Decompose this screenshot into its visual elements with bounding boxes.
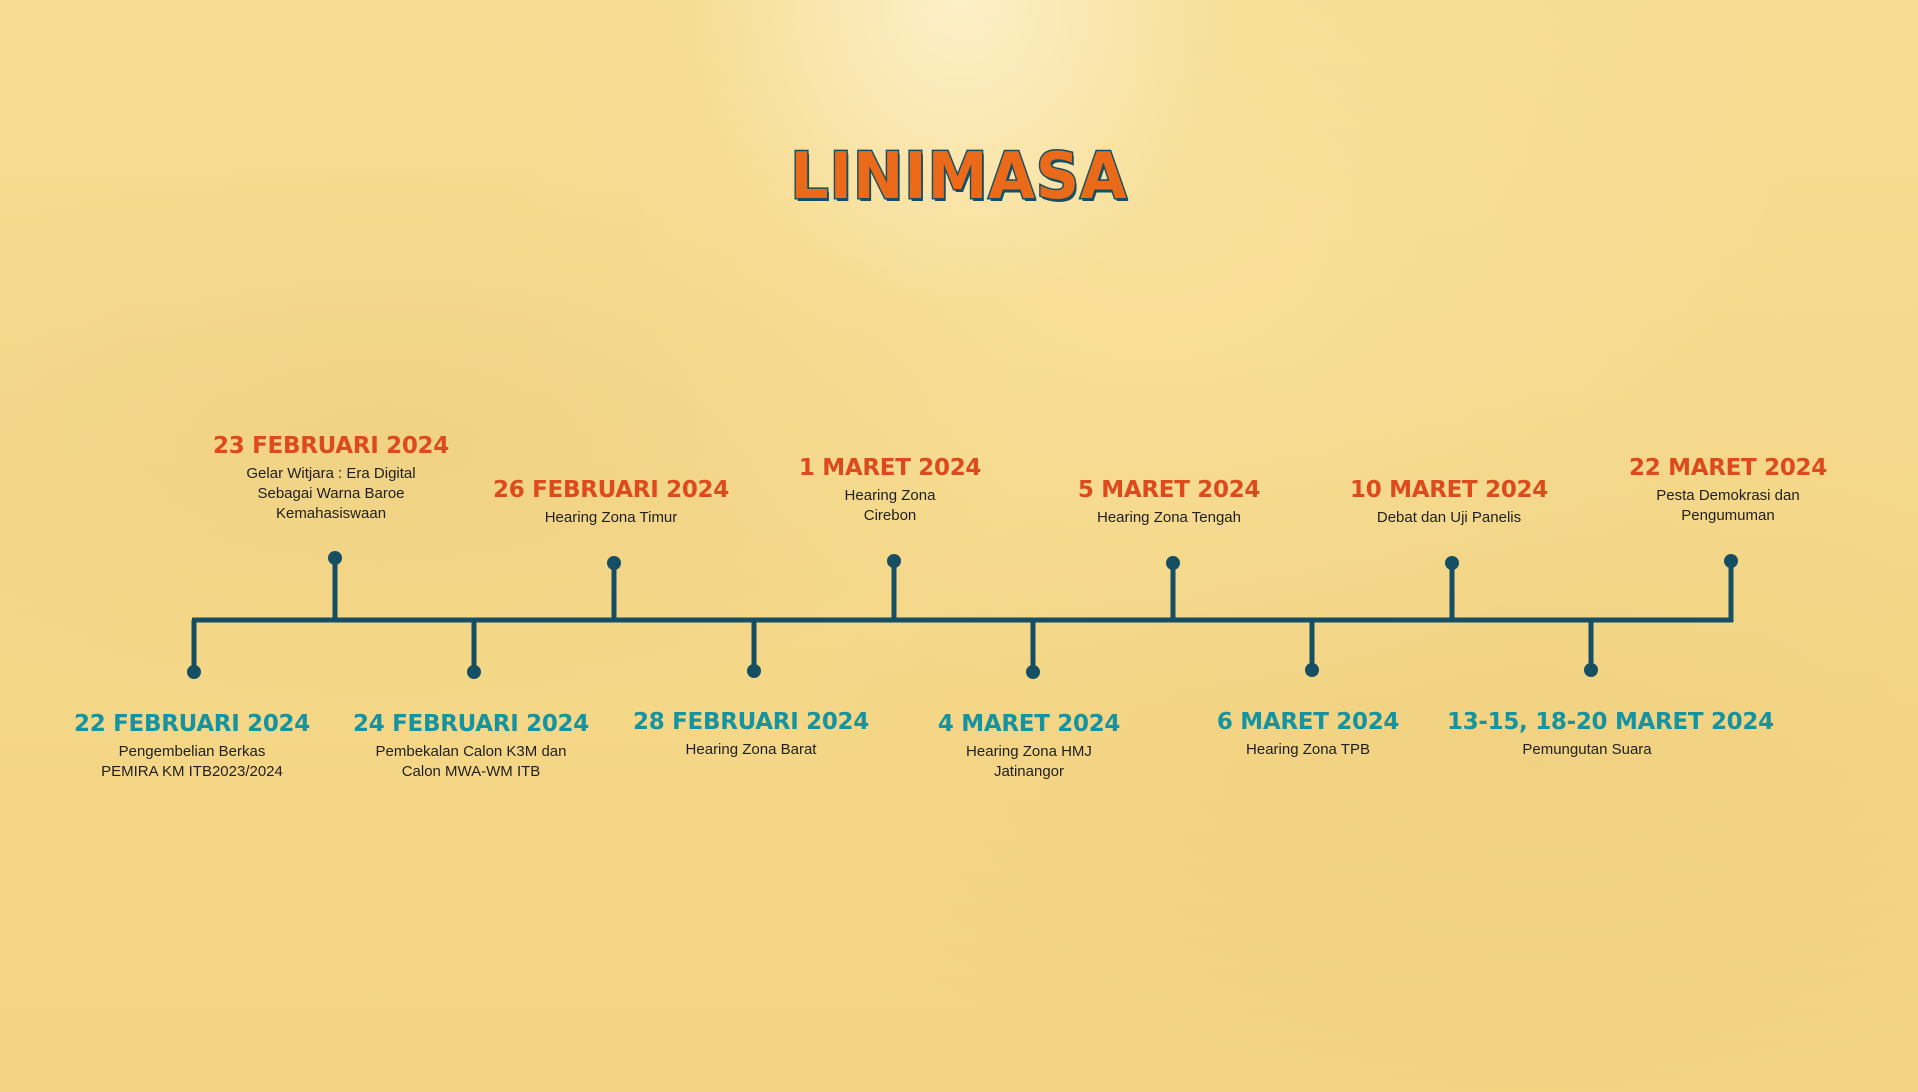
timeline-event: 22 MARET 2024 Pesta Demokrasi dan Pengum… <box>1588 455 1868 526</box>
timeline-marker <box>1305 663 1319 677</box>
timeline-marker <box>1166 556 1180 570</box>
timeline-event: 23 FEBRUARI 2024 Gelar Witjara : Era Dig… <box>191 433 471 524</box>
event-date: 22 FEBRUARI 2024 <box>74 711 310 737</box>
timeline-marker <box>1724 554 1738 568</box>
event-date: 24 FEBRUARI 2024 <box>353 711 589 737</box>
timeline-event: 10 MARET 2024 Debat dan Uji Panelis <box>1309 477 1589 528</box>
event-description: Hearing Zona Timur <box>544 509 678 526</box>
event-description: Pengembelian Berkas PEMIRA KM ITB2023/20… <box>101 743 283 780</box>
timeline-event: 4 MARET 2024 Hearing Zona HMJ Jatinangor <box>889 711 1169 782</box>
event-description: Hearing Zona Cirebon <box>844 487 936 524</box>
event-date: 5 MARET 2024 <box>1077 477 1261 503</box>
event-description: Pesta Demokrasi dan Pengumuman <box>1656 487 1800 524</box>
event-date: 13-15, 18-20 MARET 2024 <box>1447 709 1774 735</box>
timeline-marker <box>1445 556 1459 570</box>
timeline-marker <box>607 556 621 570</box>
timeline-marker <box>328 551 342 565</box>
timeline-event: 6 MARET 2024 Hearing Zona TPB <box>1168 709 1448 760</box>
timeline-event: 22 FEBRUARI 2024 Pengembelian Berkas PEM… <box>52 711 332 782</box>
event-description: Hearing Zona HMJ Jatinangor <box>966 743 1092 780</box>
event-date: 10 MARET 2024 <box>1350 477 1548 503</box>
timeline-marker <box>1026 665 1040 679</box>
event-description: Hearing Zona Tengah <box>1097 509 1241 526</box>
timeline-marker <box>467 665 481 679</box>
page-title: LINIMASA <box>789 139 1128 216</box>
timeline-event: 28 FEBRUARI 2024 Hearing Zona Barat <box>611 709 891 760</box>
event-description: Gelar Witjara : Era Digital Sebagai Warn… <box>246 465 416 522</box>
event-description: Pemungutan Suara <box>1522 741 1652 758</box>
timeline-marker <box>887 554 901 568</box>
event-description: Pembekalan Calon K3M dan Calon MWA-WM IT… <box>375 743 567 780</box>
event-date: 6 MARET 2024 <box>1216 709 1400 735</box>
event-date: 4 MARET 2024 <box>937 711 1121 737</box>
event-date: 28 FEBRUARI 2024 <box>633 709 869 735</box>
event-description: Debat dan Uji Panelis <box>1376 509 1522 526</box>
timeline-event: 24 FEBRUARI 2024 Pembekalan Calon K3M da… <box>331 711 611 782</box>
timeline-event: 26 FEBRUARI 2024 Hearing Zona Timur <box>471 477 751 528</box>
timeline-event: 1 MARET 2024 Hearing Zona Cirebon <box>750 455 1030 526</box>
event-date: 26 FEBRUARI 2024 <box>493 477 729 503</box>
timeline-event: 5 MARET 2024 Hearing Zona Tengah <box>1029 477 1309 528</box>
timeline-marker <box>187 665 201 679</box>
timeline-event: 13-15, 18-20 MARET 2024 Pemungutan Suara <box>1447 709 1774 760</box>
timeline-marker <box>1584 663 1598 677</box>
timeline-marker <box>747 664 761 678</box>
event-description: Hearing Zona Barat <box>685 741 817 758</box>
event-description: Hearing Zona TPB <box>1246 741 1370 758</box>
event-date: 1 MARET 2024 <box>798 455 982 481</box>
event-date: 23 FEBRUARI 2024 <box>213 433 449 459</box>
event-date: 22 MARET 2024 <box>1629 455 1827 481</box>
